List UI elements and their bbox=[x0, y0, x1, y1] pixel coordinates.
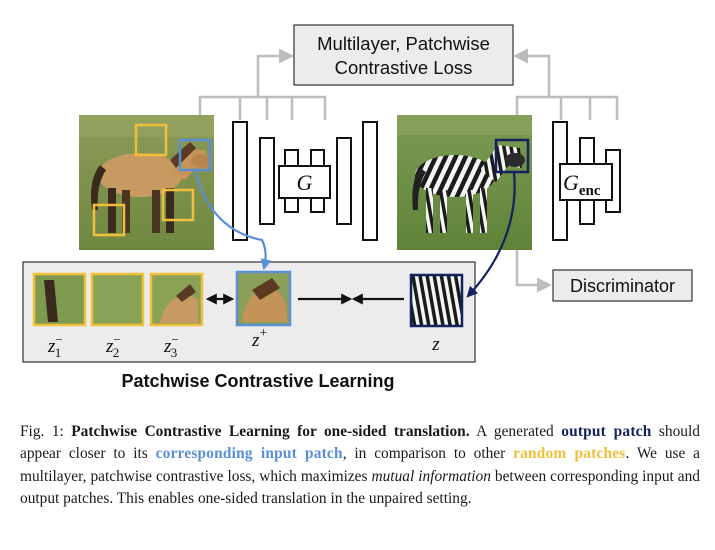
caption-corresponding-input-patch: corresponding input patch bbox=[155, 445, 343, 463]
label-z3-neg: z−3 bbox=[163, 332, 179, 360]
caption-mutual-information: mutual information bbox=[371, 467, 491, 485]
caption-output-patch: output patch bbox=[561, 423, 652, 440]
negative-patch-2 bbox=[90, 272, 145, 327]
figure-caption: Fig. 1: Patchwise Contrastive Learning f… bbox=[20, 421, 700, 510]
caption-random-patches: random patches bbox=[513, 445, 626, 463]
discriminator-label: Discriminator bbox=[570, 276, 675, 296]
diagram-canvas: Multilayer, Patchwise Contrastive Loss bbox=[22, 24, 693, 391]
caption-text-3: , in comparison to other bbox=[342, 445, 514, 463]
caption-text-4: . We use a multilayer, patchwise contras… bbox=[20, 445, 700, 485]
output-patch bbox=[494, 138, 530, 174]
caption-text-2: should appear closer to its bbox=[20, 423, 700, 463]
query-patch bbox=[409, 273, 464, 328]
label-z1-neg: z−1 bbox=[47, 332, 63, 360]
negative-patch-1 bbox=[32, 272, 87, 327]
positive-patch bbox=[235, 270, 292, 327]
caption-title: Patchwise Contrastive Learning for one-s… bbox=[71, 423, 470, 440]
random-patch-1 bbox=[134, 123, 168, 157]
caption-text-1: A generated bbox=[469, 423, 562, 440]
random-patch-3 bbox=[92, 203, 126, 237]
input-patch-arrow bbox=[193, 169, 272, 271]
output-patch-arrow bbox=[466, 171, 516, 298]
horse-photo bbox=[79, 115, 214, 250]
caption-fig-label: Fig. 1: bbox=[20, 423, 72, 440]
label-z-query: z bbox=[431, 334, 440, 355]
generator-label-box bbox=[278, 165, 331, 199]
encoder-label: Genc bbox=[563, 170, 601, 199]
encoder-network bbox=[552, 121, 621, 241]
contrastive-loss-box: Multilayer, Patchwise Contrastive Loss bbox=[293, 24, 514, 86]
loss-box-line1: Multilayer, Patchwise bbox=[317, 33, 490, 54]
generator-network bbox=[232, 121, 378, 241]
loss-box-line2: Contrastive Loss bbox=[335, 57, 473, 78]
caption-text-5: between corresponding input and output p… bbox=[20, 467, 700, 507]
zebra-photo bbox=[397, 115, 532, 250]
discriminator-box: Discriminator bbox=[552, 269, 693, 302]
label-z2-neg: z−2 bbox=[105, 332, 121, 360]
encoder-label-box bbox=[559, 163, 613, 201]
label-z-pos: z+ bbox=[251, 326, 267, 351]
panel-title: Patchwise Contrastive Learning bbox=[121, 371, 394, 391]
negative-patch-3 bbox=[149, 272, 204, 327]
random-patch-2 bbox=[161, 188, 195, 222]
generator-label: G bbox=[297, 170, 313, 195]
loss-connectors bbox=[198, 48, 619, 293]
